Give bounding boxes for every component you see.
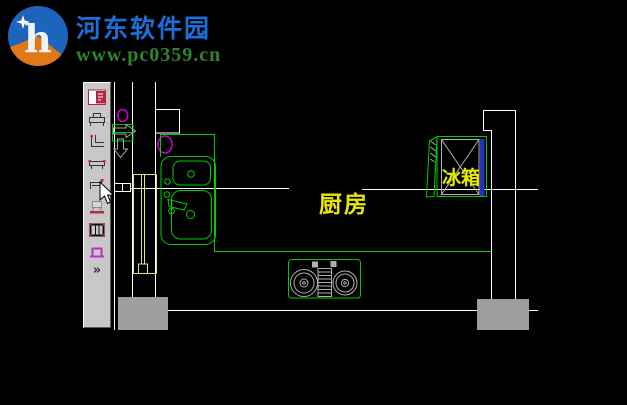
kitchen-label[interactable]: 厨房 (319, 191, 369, 218)
mouse-cursor-icon (99, 181, 115, 205)
fridge-door-blue-edge (480, 139, 485, 196)
window-block-icon (88, 89, 106, 105)
arrow-right-icon (113, 123, 137, 139)
magenta-markers (116, 108, 173, 154)
toolbar-button-cabinet-front-block[interactable] (86, 109, 108, 129)
cabinet-front-block-icon (89, 112, 105, 126)
toolbar-button-table-grid-block[interactable] (86, 219, 108, 239)
chair-block-icon (90, 200, 104, 213)
toolbar-button-stool-block[interactable] (86, 241, 108, 261)
toolbar-button-window-block[interactable] (86, 87, 108, 107)
selection-grips[interactable] (114, 183, 131, 192)
wall-lines (114, 82, 538, 330)
counter-outline (160, 134, 492, 252)
door-symbol (112, 123, 137, 159)
columns (118, 297, 529, 330)
refrigerator[interactable]: 冰箱 (425, 136, 487, 198)
arrow-down-icon (112, 138, 129, 159)
gas-stove[interactable] (288, 259, 361, 299)
stool-block-icon (90, 247, 104, 257)
watermark-site-url: www.pc0359.cn (76, 44, 222, 66)
duct-shaft (133, 174, 157, 274)
sink-unit[interactable] (160, 156, 216, 245)
bench-block-icon (88, 159, 106, 169)
watermark: h 河东软件园 www.pc0359.cn (0, 0, 260, 80)
block-library-toolbar: » (83, 82, 111, 328)
star-icon (16, 15, 30, 29)
toolbar-more-button[interactable]: » (92, 262, 102, 278)
fridge-label: 冰箱 (442, 166, 480, 189)
toolbar-button-corner-counter-block[interactable] (86, 131, 108, 151)
site-logo-icon: h (8, 6, 68, 66)
logo-letter: h (24, 15, 52, 61)
corner-counter-block-icon (90, 134, 104, 147)
toolbar-button-chair-block[interactable] (86, 197, 108, 217)
watermark-site-name: 河东软件园 (76, 14, 212, 43)
toolbar-button-bench-block[interactable] (86, 153, 108, 173)
table-grid-block-icon (89, 222, 105, 237)
fridge-open-door (425, 136, 438, 198)
